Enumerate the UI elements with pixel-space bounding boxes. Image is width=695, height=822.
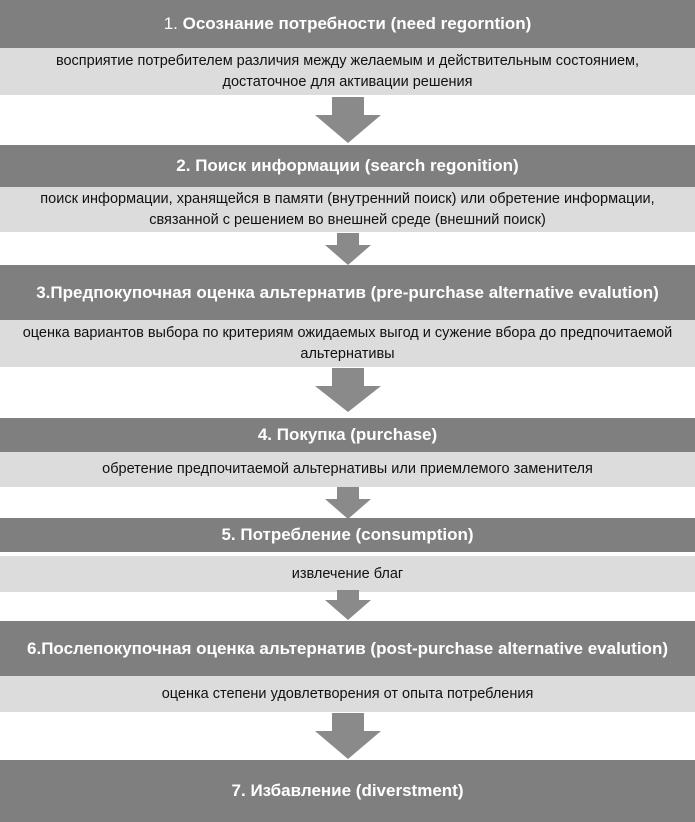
step-number: 6.: [27, 638, 42, 658]
arrow-down-icon: [0, 590, 695, 620]
step-title: Поиск информации (search regonition): [195, 156, 519, 175]
step-2-header: 2. Поиск информации (search regonition): [0, 145, 695, 187]
step-7-header: 7. Избавление (diverstment): [0, 760, 695, 822]
step-1-description: восприятие потребителем различия между ж…: [0, 48, 695, 95]
arrow-down-icon: [0, 233, 695, 265]
step-title: Покупка (purchase): [276, 425, 438, 444]
step-5-description: извлечение благ: [0, 556, 695, 592]
step-number: 1.: [163, 14, 178, 33]
step-2-description: поиск информации, хранящейся в памяти (в…: [0, 187, 695, 232]
arrow-down-icon: [0, 97, 695, 143]
step-number: 2.: [176, 156, 191, 175]
step-number: 4.: [257, 425, 272, 444]
step-3-header: 3.Предпокупочная оценка альтернатив (pre…: [0, 265, 695, 320]
step-title: Избавление (diverstment): [250, 781, 464, 800]
step-title: Потребление (consumption): [240, 525, 474, 544]
step-5-header: 5. Потребление (consumption): [0, 518, 695, 552]
step-title: Осознание потребности (need regorntion): [182, 14, 532, 33]
arrow-down-icon: [0, 368, 695, 412]
step-title: Предпокупочная оценка альтернатив (pre-p…: [50, 282, 659, 302]
step-1-header: 1. Осознание потребности (need regorntio…: [0, 0, 695, 48]
step-4-description: обретение предпочитаемой альтернативы ил…: [0, 452, 695, 487]
arrow-down-icon: [0, 713, 695, 759]
step-4-header: 4. Покупка (purchase): [0, 418, 695, 452]
step-title: Послепокупочная оценка альтернатив (post…: [41, 638, 668, 658]
step-number: 7.: [231, 781, 246, 800]
step-6-description: оценка степени удовлетворения от опыта п…: [0, 676, 695, 712]
step-number: 3.: [36, 282, 51, 302]
step-3-description: оценка вариантов выбора по критериям ожи…: [0, 320, 695, 367]
arrow-down-icon: [0, 487, 695, 519]
step-number: 5.: [221, 525, 236, 544]
step-6-header: 6.Послепокупочная оценка альтернатив (po…: [0, 621, 695, 676]
